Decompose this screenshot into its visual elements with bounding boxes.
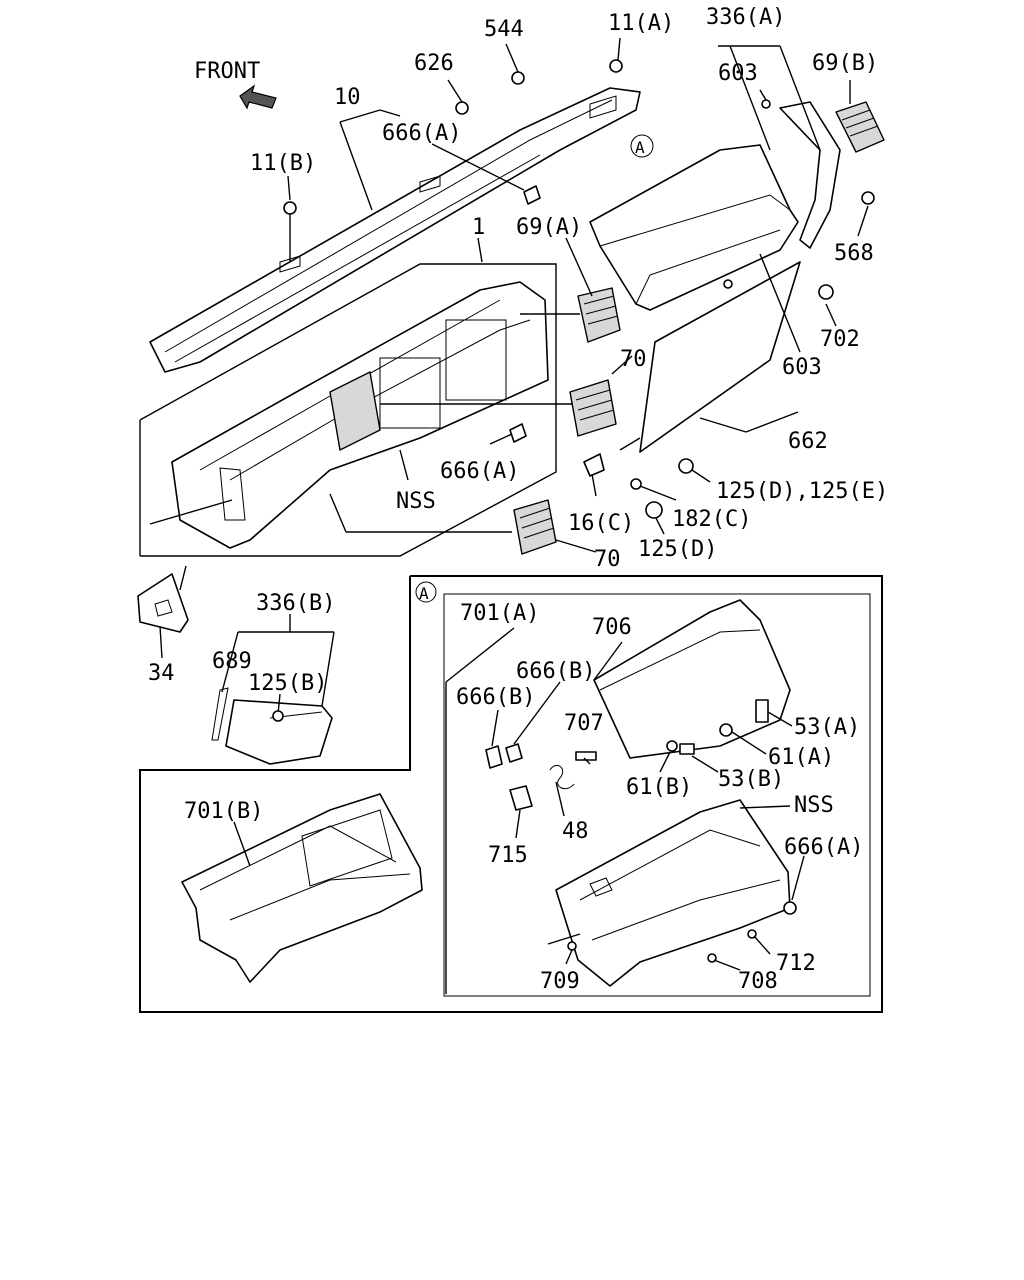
lower-cover-662 [639, 261, 801, 453]
callout-666a-mid: 666(A) [440, 459, 519, 484]
callout-53a: 53(A) [794, 715, 860, 740]
callout-53b: 53(B) [718, 767, 784, 792]
callout-34: 34 [148, 661, 175, 686]
callout-11a: 11(A) [608, 11, 674, 36]
trim-336b-group [211, 614, 335, 765]
callout-61b: 61(B) [626, 775, 692, 800]
upper-panel-10 [149, 87, 641, 373]
callout-666a-top: 666(A) [382, 121, 461, 146]
side-trim-336a [779, 101, 841, 249]
callout-nss-low: NSS [794, 793, 834, 818]
callout-182c: 182(C) [672, 507, 751, 532]
callout-labels: 544 11(A) 336(A) 626 603 69(B) 10 666(A)… [148, 5, 888, 994]
callout-701a: 701(A) [460, 601, 539, 626]
glovebox-frame-nss [555, 799, 791, 987]
leader-lines-top [139, 37, 869, 659]
detail-frame-outline [139, 575, 883, 1013]
callout-544: 544 [484, 17, 524, 42]
callout-707: 707 [564, 711, 604, 736]
glovebox-frame-701b [181, 793, 423, 983]
callout-69b: 69(B) [812, 51, 878, 76]
vent-70-mid [569, 379, 617, 437]
vent-70-low [513, 499, 557, 555]
callout-nss-top: NSS [396, 489, 436, 514]
callout-702: 702 [820, 327, 860, 352]
callout-336a: 336(A) [706, 5, 785, 30]
vent-69a [577, 287, 621, 343]
callout-666b-2: 666(B) [456, 685, 535, 710]
front-arrow-icon [239, 84, 277, 110]
callout-70-mid: 70 [620, 347, 647, 372]
callout-61a: 61(A) [768, 745, 834, 770]
detail-a-hardware [485, 699, 797, 963]
callout-48: 48 [562, 819, 589, 844]
front-label: FRONT [194, 59, 260, 84]
circle-a-top-icon [630, 134, 654, 158]
callout-125b: 125(B) [248, 671, 327, 696]
leader-701b [233, 821, 251, 867]
callout-1: 1 [472, 215, 485, 240]
callout-69a: 69(A) [516, 215, 582, 240]
leader-lines-detail-a [445, 627, 805, 994]
side-panel-34 [137, 573, 189, 633]
callout-701b: 701(B) [184, 799, 263, 824]
callout-689: 689 [212, 649, 252, 674]
detail-a-marker: A [419, 584, 429, 603]
circle-a-top-label: A [635, 138, 645, 157]
callout-70-low: 70 [594, 547, 621, 572]
small-fasteners [283, 59, 875, 519]
callout-709: 709 [540, 969, 580, 994]
callout-16c: 16(C) [568, 511, 634, 536]
glovebox-lid-706 [593, 599, 791, 759]
main-dashboard-1 [171, 281, 549, 549]
callout-666b-1: 666(B) [516, 659, 595, 684]
callout-715: 715 [488, 843, 528, 868]
detail-a-circle-icon [415, 581, 437, 603]
callout-666a-low: 666(A) [784, 835, 863, 860]
callout-626: 626 [414, 51, 454, 76]
callout-125d: 125(D) [638, 537, 717, 562]
glovebox-lid [589, 144, 799, 311]
callout-336b: 336(B) [256, 591, 335, 616]
callout-706: 706 [592, 615, 632, 640]
callout-712: 712 [776, 951, 816, 976]
callout-125de: 125(D),125(E) [716, 479, 888, 504]
vent-69b [835, 101, 885, 153]
detail-a-inner-box [443, 593, 871, 997]
callout-603-top: 603 [718, 61, 758, 86]
callout-568: 568 [834, 241, 874, 266]
callout-11b: 11(B) [250, 151, 316, 176]
callout-708: 708 [738, 969, 778, 994]
callout-10: 10 [334, 85, 361, 110]
callout-662: 662 [788, 429, 828, 454]
callout-603-mid: 603 [782, 355, 822, 380]
